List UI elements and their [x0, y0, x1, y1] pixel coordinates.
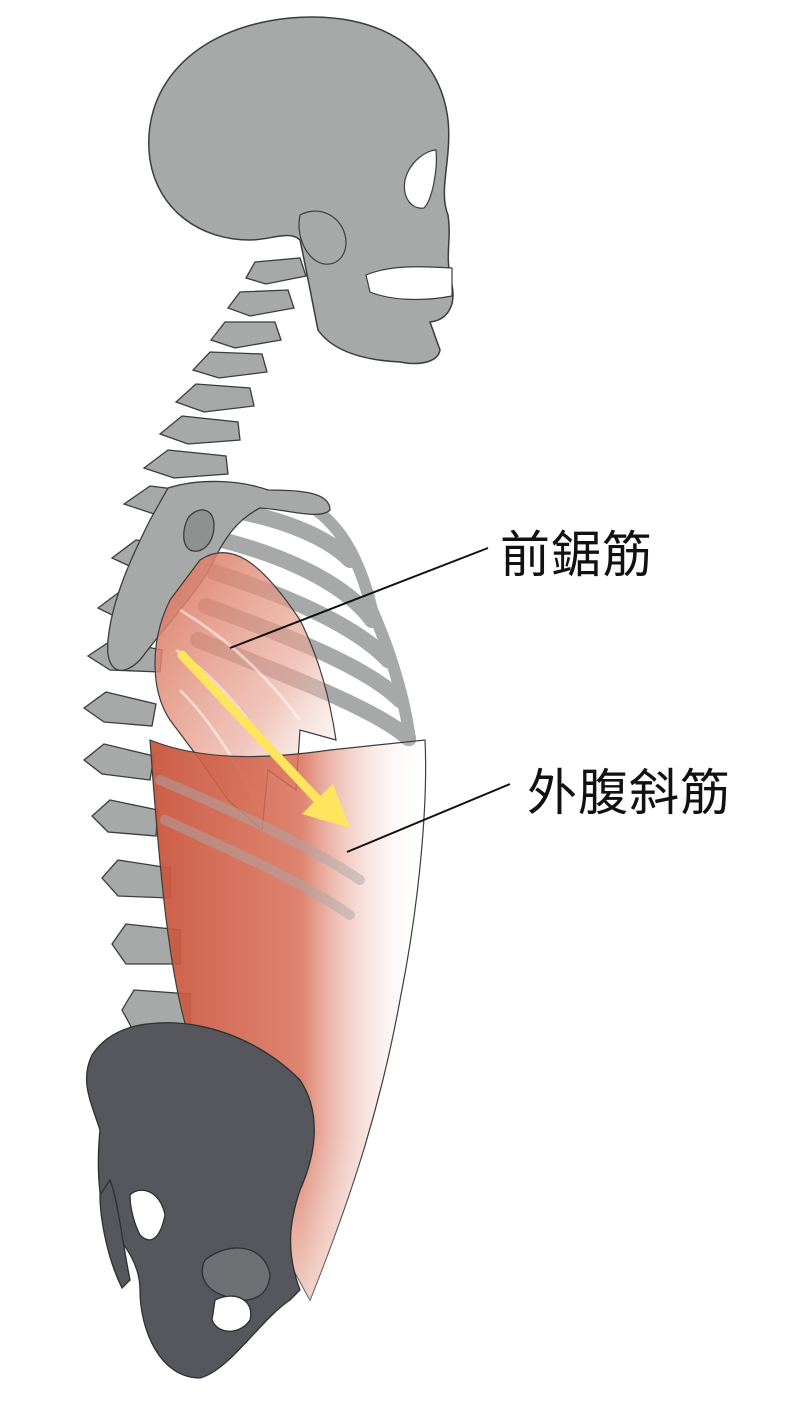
- leader-lines: [229, 547, 511, 853]
- label-serratus-anterior: 前鋸筋: [500, 526, 653, 584]
- external-oblique-muscle: [149, 739, 427, 1302]
- label-external-oblique: 外腹斜筋: [527, 764, 731, 822]
- skull: [148, 16, 454, 365]
- leader-line-oblique: [346, 783, 511, 853]
- arrow-icon: [177, 650, 350, 828]
- pelvis: [85, 1022, 315, 1379]
- leader-line-serratus: [229, 547, 489, 649]
